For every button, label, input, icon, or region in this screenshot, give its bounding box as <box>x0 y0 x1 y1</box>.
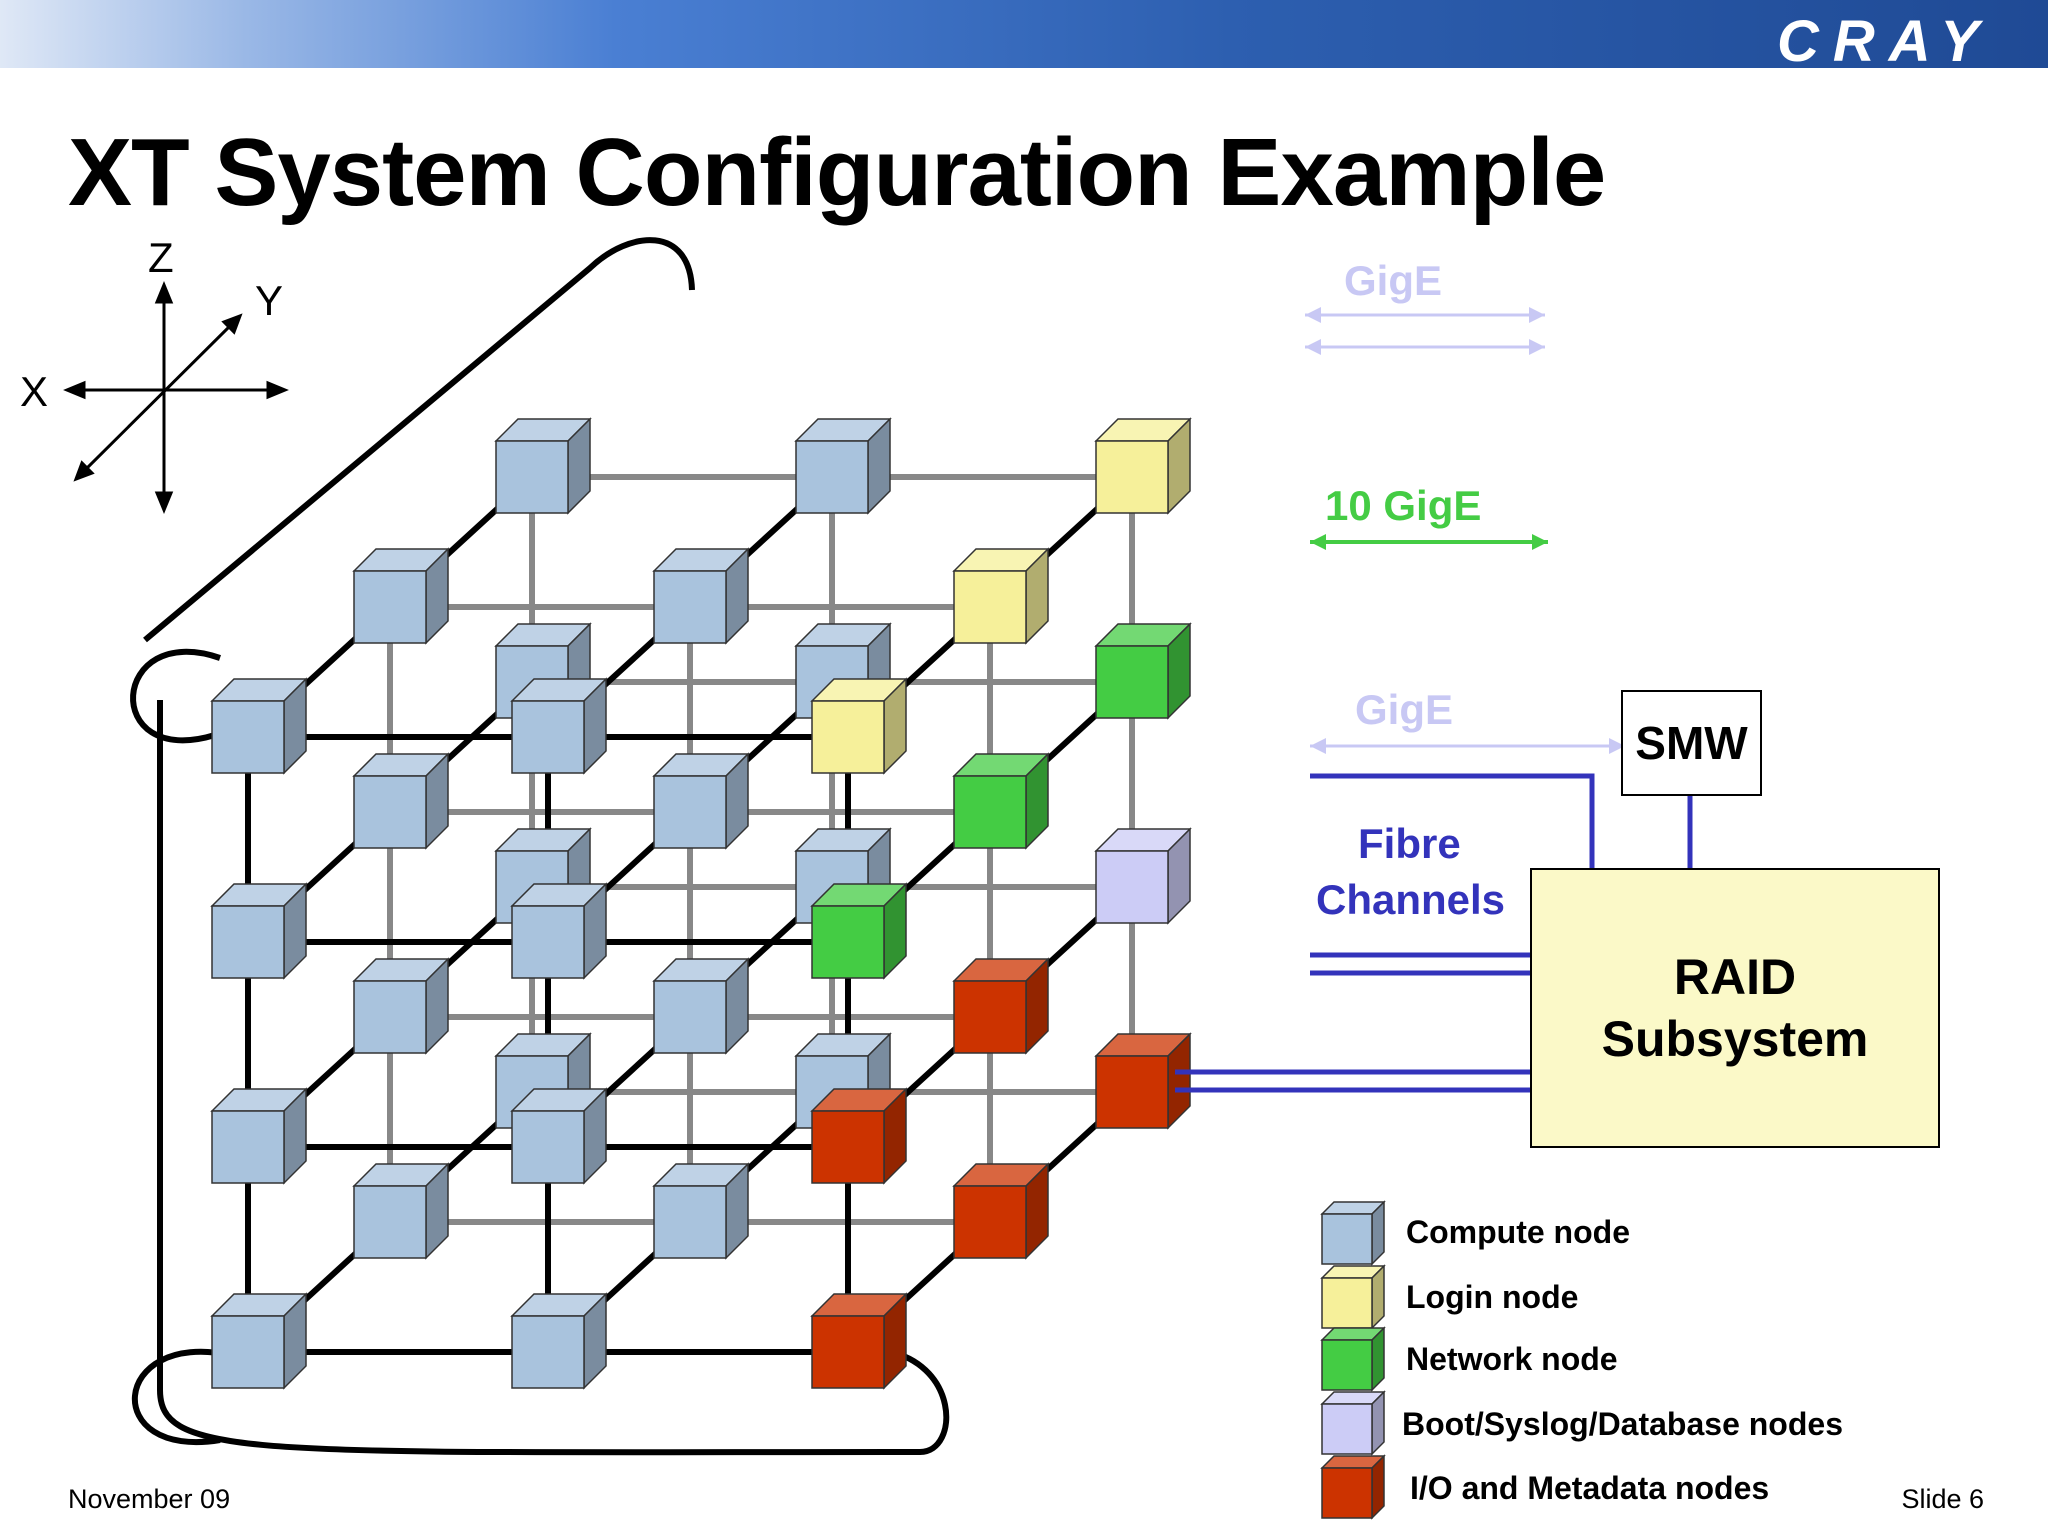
legend-swatch-1 <box>1320 1264 1386 1330</box>
compute-node <box>352 752 450 850</box>
login-node <box>952 547 1050 645</box>
legend-swatch-0 <box>1320 1200 1386 1266</box>
compute-node <box>794 417 892 515</box>
fibre-label-2: Channels <box>1316 876 1505 923</box>
compute-node <box>210 882 308 980</box>
torus-loops <box>130 237 950 1456</box>
legend-label-io: I/O and Metadata nodes <box>1410 1470 1770 1506</box>
fibre-line-1 <box>1310 773 1595 868</box>
compute-node <box>210 1292 308 1390</box>
compute-node <box>652 752 750 850</box>
raid-subsystem-box: RAID Subsystem <box>1530 868 1940 1148</box>
legend-label-network: Network node <box>1406 1341 1618 1377</box>
compute-node <box>494 417 592 515</box>
footer-slide-number: Slide 6 <box>1901 1484 1984 1514</box>
gige-mid-arrow-end <box>1609 738 1625 754</box>
ten-gige-arrow-end <box>1532 534 1548 550</box>
compute-node <box>510 1292 608 1390</box>
header-banner: CRAY <box>0 0 2048 74</box>
network-node <box>952 752 1050 850</box>
legend-swatch-2 <box>1320 1326 1386 1392</box>
gige-top-arrow-1-end <box>1529 307 1545 323</box>
compute-node <box>352 547 450 645</box>
compute-node <box>652 547 750 645</box>
network-node <box>810 882 908 980</box>
network-node <box>1094 622 1192 720</box>
login-node <box>1094 417 1192 515</box>
boot-node <box>1094 827 1192 925</box>
axis-z-label: Z <box>148 234 174 281</box>
axis-y-label: Y <box>255 277 283 324</box>
gige-top-arrow-1-start <box>1305 307 1321 323</box>
compute-node <box>652 1162 750 1260</box>
raid-label-2: Subsystem <box>1601 1011 1869 1067</box>
compute-node <box>352 957 450 1055</box>
io-node <box>952 1162 1050 1260</box>
legend-label-boot: Boot/Syslog/Database nodes <box>1402 1406 1843 1442</box>
torus-loop-lower-left <box>132 1348 231 1445</box>
torus-loop-upper-left <box>130 648 221 744</box>
fibre-label-1: Fibre <box>1358 820 1461 867</box>
legend-icons <box>1320 1200 1386 1520</box>
torus-loop-bottom <box>157 700 950 1456</box>
legend-label-login: Login node <box>1406 1279 1579 1315</box>
external-links <box>1175 307 1693 1093</box>
compute-node <box>510 882 608 980</box>
compute-node <box>510 677 608 775</box>
smw-label: SMW <box>1635 717 1748 769</box>
raid-label-1: RAID <box>1673 949 1797 1005</box>
ten-gige-arrow-start <box>1310 534 1326 550</box>
ten-gige-label: 10 GigE <box>1325 482 1481 529</box>
io-node <box>1094 1032 1192 1130</box>
compute-node <box>210 1087 308 1185</box>
torus-loop-top <box>143 237 695 643</box>
legend-label-compute: Compute node <box>1406 1214 1630 1250</box>
gige-top-arrow-2-end <box>1529 339 1545 355</box>
compute-node <box>652 957 750 1055</box>
compute-node <box>510 1087 608 1185</box>
io-node <box>810 1292 908 1390</box>
io-node <box>810 1087 908 1185</box>
gige-mid-arrow-start <box>1310 738 1326 754</box>
compute-node <box>210 677 308 775</box>
gige-top-arrow-2-start <box>1305 339 1321 355</box>
gige-top-label: GigE <box>1344 257 1442 304</box>
compute-node <box>352 1162 450 1260</box>
axis-x-label: X <box>20 368 48 415</box>
footer-date: November 09 <box>68 1484 231 1514</box>
io-node <box>952 957 1050 1055</box>
smw-box: SMW <box>1621 690 1762 796</box>
axis-indicator <box>63 281 289 514</box>
gige-mid-label: GigE <box>1355 686 1453 733</box>
page-title: XT System Configuration Example <box>68 119 1606 226</box>
legend-swatch-4 <box>1320 1454 1386 1520</box>
cray-logo: CRAY <box>1776 9 1993 74</box>
nodes <box>210 417 1192 1390</box>
login-node <box>810 677 908 775</box>
legend-swatch-3 <box>1320 1390 1386 1456</box>
